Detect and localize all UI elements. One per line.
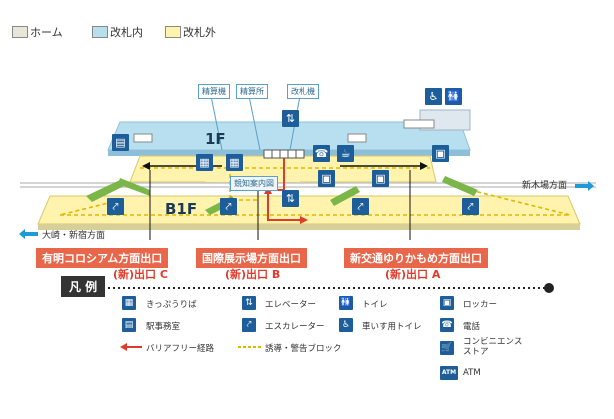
elevator-icon: ⇅ <box>282 190 299 207</box>
exit-c-label: (新)出口 C <box>113 268 168 281</box>
escalator-right <box>442 176 478 196</box>
escalator-icon: ⤤ <box>462 198 479 215</box>
barrier-free-route-icon <box>120 343 142 351</box>
escalator-icon: ⤤ <box>352 198 369 215</box>
callout-area-map: 競知案内図 <box>230 176 278 191</box>
escalator-icon: ⤤ <box>107 198 124 215</box>
convenience-store-icon: ☕ <box>337 145 354 162</box>
key-label-telephone: 電話 <box>463 322 481 332</box>
ticket-gate-bank <box>263 149 305 159</box>
exit-c-name: 有明コロシアム方面出口 <box>36 248 169 268</box>
tactile-paving-icon <box>238 346 262 348</box>
wheelchair-restroom-icon: ♿ <box>339 318 353 332</box>
key-label-convenience-store: コンビニエンスストア <box>463 337 523 357</box>
floor-label-1f: 1F <box>205 130 226 148</box>
escalator-left <box>86 180 124 202</box>
key-label-escalator: エスカレーター <box>265 322 325 332</box>
key-dotted-rule <box>108 283 554 293</box>
arrow-right-icon <box>575 181 594 191</box>
legend-swatch-platform <box>12 26 28 38</box>
key-label-tactile-paving: 誘導・警告ブロック <box>265 344 342 354</box>
key-title: 凡 例 <box>61 276 106 297</box>
legend-label-outside-gate: 改札外 <box>183 26 216 39</box>
station-office-icon: ▤ <box>112 134 129 151</box>
callout-fare-adjust: 精算機 <box>198 84 230 99</box>
key-label-station-office: 駅事務室 <box>146 322 181 332</box>
elevator-icon: ⇅ <box>282 110 299 127</box>
convenience-store-icon: 🛒 <box>440 341 454 355</box>
locker-icon: ▣ <box>440 296 454 310</box>
floor-label-b1f: B1F <box>165 200 198 218</box>
key-label-locker: ロッカー <box>463 300 498 310</box>
escalator-left-upper <box>118 178 150 196</box>
exit-b-label: (新)出口 B <box>225 268 281 281</box>
escalator-icon: ⤤ <box>220 198 237 215</box>
locker-icon: ▣ <box>318 170 335 187</box>
ticket-machine-icon: ▦ <box>122 296 136 310</box>
restroom-icon: 🚻 <box>339 296 353 310</box>
direction-right: 新木場方面 <box>522 181 568 191</box>
callout-ticket-gate: 改札機 <box>287 84 319 99</box>
telephone-icon: ☎ <box>313 145 330 162</box>
key-label-restroom: トイレ <box>362 300 388 310</box>
ticket-machine-icon: ▦ <box>226 154 243 171</box>
station-office-icon: ▤ <box>122 318 136 332</box>
escalator-icon: ⤤ <box>242 318 256 332</box>
key-label-ticket-machine: きっぷうりば <box>146 300 197 310</box>
legend-label-inside-gate: 改札内 <box>110 26 143 39</box>
locker-icon: ▣ <box>432 145 449 162</box>
wheelchair-restroom-icon: ♿ <box>425 88 442 105</box>
ticket-machine-icon: ▦ <box>196 154 213 171</box>
legend-swatch-inside-gate <box>92 26 108 38</box>
legend-label-platform: ホーム <box>30 26 63 39</box>
arrow-left-icon <box>19 229 38 239</box>
station-map-graphic <box>19 95 596 240</box>
telephone-icon: ☎ <box>440 318 454 332</box>
key-label-elevator: エレベーター <box>265 300 317 310</box>
escalator-center-right <box>330 186 360 206</box>
locker-icon: ▣ <box>372 170 389 187</box>
exit-b-name: 国際展示場方面出口 <box>196 248 307 268</box>
callout-fare-office: 精算所 <box>236 84 268 99</box>
atm-icon: ATM <box>440 366 458 380</box>
restroom-icon: 🚻 <box>445 88 462 105</box>
direction-left: 大崎・新宿方面 <box>42 231 106 241</box>
elevator-icon: ⇅ <box>242 296 256 310</box>
key-label-wheelchair-restroom: 車いす用トイレ <box>362 322 422 332</box>
legend-swatch-outside-gate <box>165 26 181 38</box>
key-label-barrier-free-route: バリアフリー経路 <box>146 344 215 354</box>
exit-a-label: (新)出口 A <box>385 268 441 281</box>
exit-a-name: 新交通ゆりかもめ方面出口 <box>344 248 488 268</box>
key-label-atm: ATM <box>463 368 481 378</box>
